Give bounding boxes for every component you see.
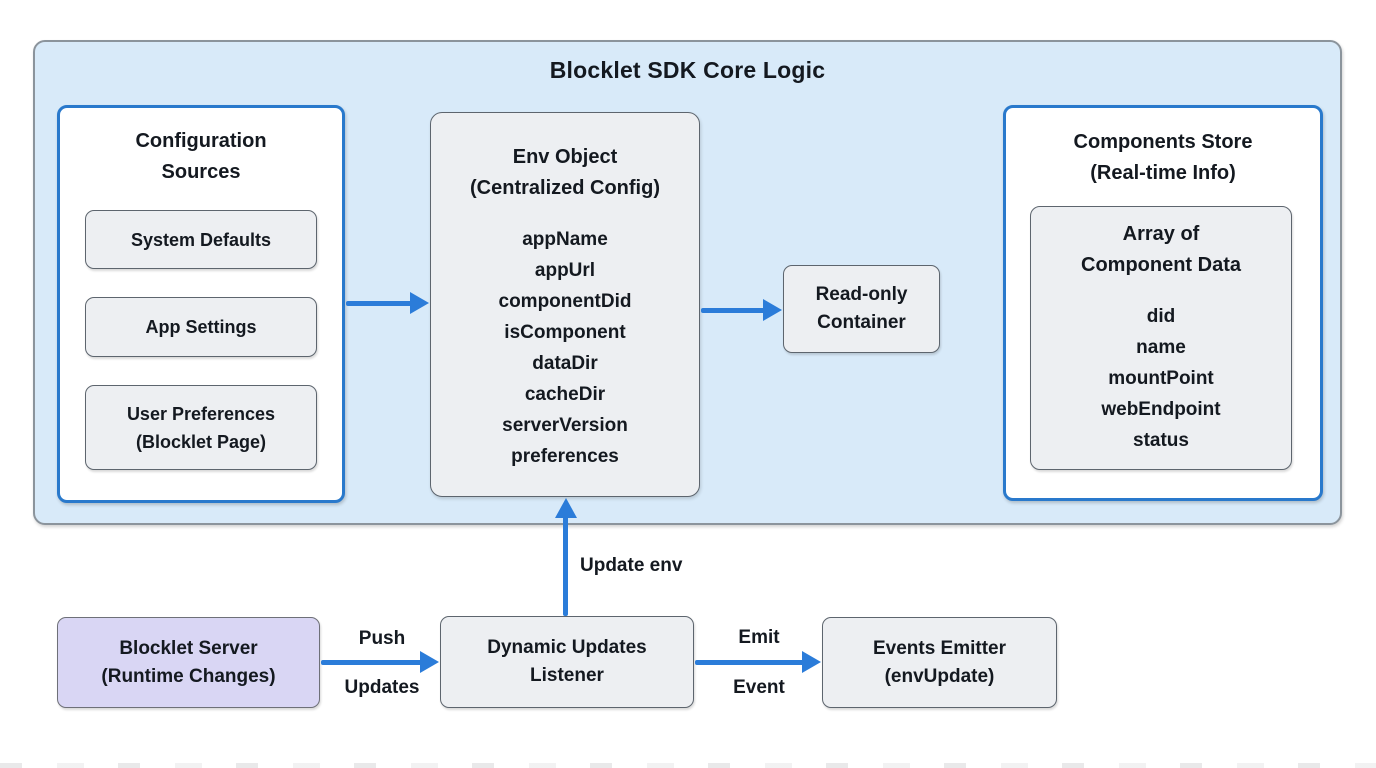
- env-field: serverVersion: [502, 415, 628, 436]
- component-data-fields: did name mountPoint webEndpoint status: [1030, 301, 1292, 456]
- config-item-system-defaults: System Defaults: [85, 210, 317, 269]
- configuration-sources-title: Configuration Sources: [135, 130, 267, 183]
- env-object-fields: appName appUrl componentDid isComponent …: [430, 224, 700, 472]
- config-item-user-preferences: User Preferences (Blocklet Page): [85, 385, 317, 470]
- component-field: status: [1133, 430, 1189, 451]
- env-field: cacheDir: [524, 384, 606, 405]
- label-update-env: Update env: [580, 555, 683, 576]
- env-field: dataDir: [532, 353, 598, 374]
- diagram-title: Blocklet SDK Core Logic: [549, 57, 826, 83]
- component-field: mountPoint: [1108, 368, 1214, 389]
- env-object-box: [430, 112, 700, 497]
- label-updates: Updates: [344, 677, 420, 698]
- arrow-env-to-readonly: [701, 308, 765, 313]
- arrowhead-listener-to-env-icon: [555, 498, 577, 518]
- config-item-app-settings: App Settings: [85, 297, 317, 357]
- component-field: did: [1146, 306, 1176, 327]
- read-only-container-box: Read-only Container: [783, 265, 940, 353]
- component-field: name: [1136, 337, 1186, 358]
- arrow-listener-to-emitter: [695, 660, 805, 665]
- arrowhead-listener-to-emitter-icon: [802, 651, 821, 673]
- label-event: Event: [733, 677, 785, 698]
- blocklet-server-box: Blocklet Server (Runtime Changes): [57, 617, 320, 708]
- arrowhead-server-to-listener-icon: [420, 651, 439, 673]
- label-emit: Emit: [738, 627, 780, 648]
- arrow-config-to-env: [346, 301, 412, 306]
- env-field: appName: [522, 229, 608, 250]
- label-push: Push: [358, 628, 406, 649]
- component-field: webEndpoint: [1101, 399, 1221, 420]
- dynamic-updates-listener-box: Dynamic Updates Listener: [440, 616, 694, 708]
- bottom-edge-artifact: [0, 763, 1376, 768]
- env-field: componentDid: [498, 291, 632, 312]
- env-field: preferences: [511, 446, 619, 467]
- arrowhead-env-to-readonly-icon: [763, 299, 782, 321]
- env-field: isComponent: [504, 322, 626, 343]
- components-store-title: Components Store (Real-time Info): [1073, 131, 1253, 184]
- events-emitter-box: Events Emitter (envUpdate): [822, 617, 1057, 708]
- component-data-array-title: Array of Component Data: [1081, 223, 1241, 276]
- arrowhead-config-to-env-icon: [410, 292, 429, 314]
- arrow-server-to-listener: [321, 660, 423, 665]
- component-data-array-box: [1030, 206, 1292, 470]
- arrow-listener-to-env: [563, 514, 568, 616]
- env-object-title: Env Object (Centralized Config): [470, 146, 660, 199]
- env-field: appUrl: [534, 260, 596, 281]
